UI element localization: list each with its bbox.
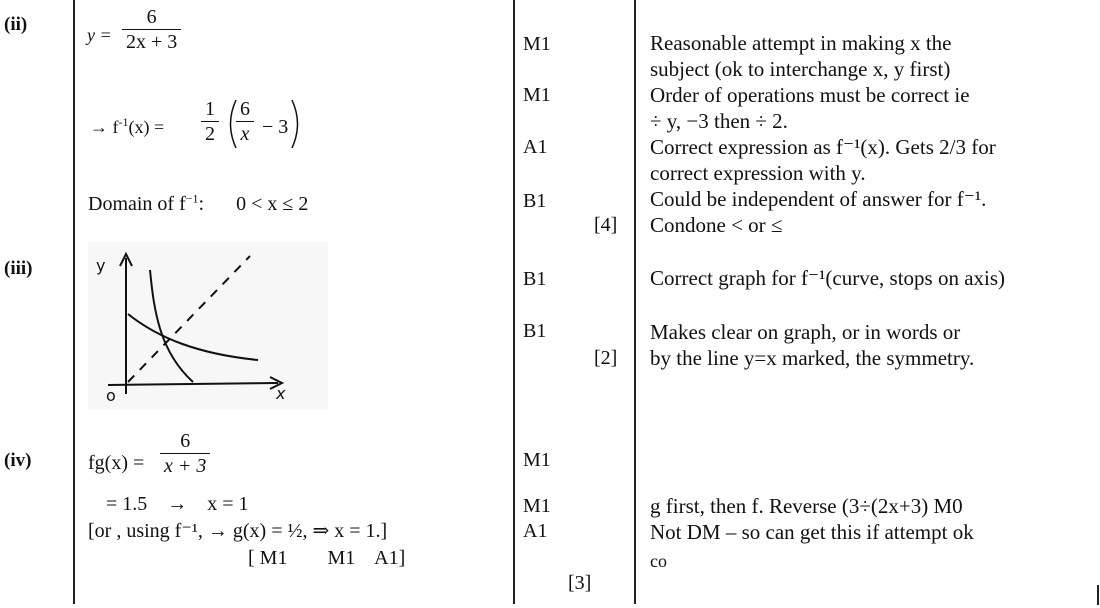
inverse-lhs: → f-1(x) = [90,115,165,137]
mark-ii-3: A1 [523,136,548,158]
question-label-iv: (iv) [4,450,32,471]
column-divider-2 [513,0,515,604]
comment-ii-2: subject (ok to interchange x, y first) [650,57,951,81]
comment-ii-5: Correct expression as f⁻¹(x). Gets 2/3 f… [650,135,996,159]
fg-denominator: x + 3 [164,455,207,478]
inner-numerator: 6 [240,98,250,120]
fg-lhs: fg(x) = [88,452,145,474]
fg-numerator: 6 [180,430,191,452]
fg-line4: [ M1 M1 A1] [248,547,406,569]
comment-iv-1: g first, then f. Reverse (3÷(2x+3) M0 [650,494,963,518]
domain-value: 0 < x ≤ 2 [236,193,309,215]
mark-ii-1: M1 [523,33,551,55]
column-divider-3 [634,0,636,604]
half-denominator: 2 [205,123,215,146]
total-ii: [4] [594,214,618,236]
mark-iv-2: M1 [523,495,551,517]
comment-ii-4: ÷ y, −3 then ÷ 2. [650,109,788,133]
comment-ii-6: correct expression with y. [650,161,866,185]
graph-origin-label: o [106,386,116,405]
graph-x-label: x [276,384,286,403]
right-paren [291,99,299,149]
y-denominator: 2x + 3 [126,31,178,54]
fraction-bar [236,121,254,123]
inner-fraction: 6 x [236,98,254,145]
mark-iii-1: B1 [523,268,547,290]
mark-ii-2: M1 [523,84,551,106]
fraction-bar [201,121,219,123]
fraction-bar [122,29,182,31]
total-iv: [3] [568,572,592,594]
question-label-ii: (ii) [4,14,28,35]
mark-iv-3: A1 [523,520,548,542]
comment-iii-3: by the line y=x marked, the symmetry. [650,346,975,370]
comment-iii-1: Correct graph for f⁻¹(curve, stops on ax… [650,266,1006,290]
comment-iv-2: Not DM – so can get this if attempt ok [650,520,974,544]
total-iii: [2] [594,347,618,369]
half-numerator: 1 [205,98,215,120]
comment-iv-3: co [650,551,667,571]
right-edge-mark [1097,585,1099,605]
fg-line2: = 1.5 → x = 1 [106,493,249,515]
graph-y-label: y [96,256,106,275]
sketch-graph [88,242,328,410]
fg-line3: [or , using f⁻¹, → g(x) = ½, ⇒ x = 1.] [88,520,388,542]
question-label-iii: (iii) [4,258,33,279]
inner-denominator: x [240,123,250,146]
y-fraction: 6 2x + 3 [122,6,182,54]
mark-iv-1: M1 [523,449,551,471]
half-fraction: 1 2 [201,98,219,145]
y-numerator: 6 [146,6,157,28]
comment-ii-3: Order of operations must be correct ie [650,83,970,107]
domain-line: Domain of f−1: 0 < x ≤ 2 [88,191,309,215]
left-paren [229,99,237,149]
column-divider-1 [73,0,75,604]
mark-ii-4: B1 [523,190,547,212]
inner-minus-three: − 3 [262,116,289,138]
fg-fraction: 6 x + 3 [160,430,211,478]
fraction-bar [160,453,211,455]
comment-ii-8: Condone < or ≤ [650,213,783,237]
comment-iii-2: Makes clear on graph, or in words or [650,320,961,344]
comment-ii-7: Could be independent of answer for f⁻¹. [650,187,987,211]
y-equals: y = [87,25,112,45]
mark-iii-2: B1 [523,320,547,342]
comment-ii-1: Reasonable attempt in making x the [650,31,952,55]
